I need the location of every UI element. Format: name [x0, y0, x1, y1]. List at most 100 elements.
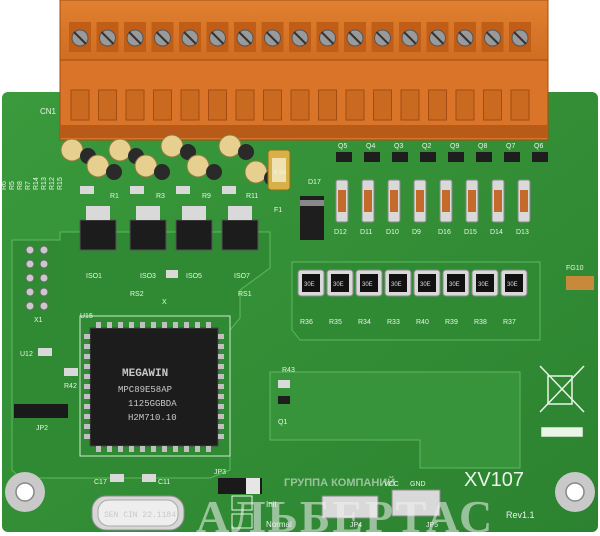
optocoupler: [79, 186, 117, 251]
transistor: [504, 152, 520, 162]
header-pin: [25, 301, 35, 311]
svg-text:ISO1: ISO1: [86, 273, 102, 280]
capacitor: [218, 134, 254, 160]
svg-text:X1: X1: [34, 317, 43, 324]
diode-label: D15: [464, 229, 477, 236]
resistor-label: R40: [416, 319, 429, 326]
header-pin: [39, 259, 49, 269]
transistor-label: Q2: [422, 143, 431, 150]
fuse-ref: F1: [274, 207, 282, 214]
jumper-jp5: [391, 489, 441, 517]
mcu-pins: [84, 322, 224, 452]
smd-resistor: [384, 269, 412, 297]
transistor: [392, 152, 408, 162]
svg-text:Init: Init: [266, 500, 277, 509]
transistor: [448, 152, 464, 162]
svg-text:RS1: RS1: [238, 291, 252, 298]
svg-text:U12: U12: [20, 351, 33, 358]
smd-resistor: [413, 269, 441, 297]
svg-text:R42: R42: [64, 383, 77, 390]
smd-resistor: [500, 269, 528, 297]
resistor-label: R33: [387, 319, 400, 326]
svg-text:C17: C17: [94, 479, 107, 486]
svg-text:JP5: JP5: [426, 522, 438, 529]
terminal-screw: [96, 22, 119, 121]
svg-text:R6: R6: [1, 181, 8, 190]
smd-resistor: [326, 269, 354, 297]
svg-text:RS2: RS2: [130, 291, 144, 298]
header-pin: [39, 301, 49, 311]
capacitor: [186, 154, 222, 180]
mcu-line2: 1125GGBDA: [128, 399, 177, 409]
smd-marking: 30E: [333, 282, 344, 288]
svg-text:ISO5: ISO5: [186, 273, 202, 280]
svg-text:X: X: [162, 299, 167, 306]
terminal-screw: [234, 22, 256, 121]
diode: [491, 179, 505, 223]
terminal-screw: [179, 22, 201, 121]
transistor-label: Q5: [338, 143, 347, 150]
diode: [439, 179, 453, 223]
capacitor: [160, 134, 196, 160]
svg-text:R12: R12: [49, 177, 56, 190]
svg-text:R9: R9: [202, 193, 211, 200]
misc-smd: [38, 270, 290, 482]
terminal-screw: [316, 22, 339, 121]
header-pin: [25, 273, 35, 283]
svg-text:JP3: JP3: [214, 469, 226, 476]
resistor-label: R38: [474, 319, 487, 326]
resistor-label: R36: [300, 319, 313, 326]
terminal-screw: [399, 22, 421, 121]
terminal-screw: [289, 22, 311, 121]
svg-text:R11: R11: [246, 193, 258, 200]
svg-text:R43: R43: [282, 367, 295, 374]
terminal-screw: [509, 22, 531, 121]
diode: [413, 179, 427, 223]
diode-label: D11: [360, 229, 372, 236]
svg-text:U15: U15: [80, 313, 93, 320]
diode: [465, 179, 479, 223]
svg-text:ГРУППА КОМПАНИЙ: ГРУППА КОМПАНИЙ: [284, 476, 395, 489]
optocoupler: [221, 186, 259, 251]
transistor-label: Q4: [366, 143, 375, 150]
terminal-screw: [261, 22, 284, 121]
vertical-labels: R6 R5 R8 R7 R14 R13 R12 R15: [1, 177, 64, 190]
smd-marking: 30E: [420, 282, 431, 288]
diode-label: D9: [412, 229, 421, 236]
optocouplers: [79, 186, 259, 251]
fuse: [267, 149, 291, 191]
svg-text:R5: R5: [9, 181, 16, 190]
jumper-jp4: [321, 495, 379, 519]
transistor: [532, 152, 548, 162]
diode-label: D14: [490, 229, 503, 236]
mcu-chip: [79, 315, 231, 457]
mcu-part: MPC89E58AP: [118, 385, 172, 395]
diode-label: D12: [334, 229, 347, 236]
header-pin: [25, 245, 35, 255]
transistor-label: Q7: [506, 143, 515, 150]
smd-marking: 30E: [507, 282, 518, 288]
transistor: [476, 152, 492, 162]
mounting-hole-right: [555, 472, 595, 512]
weee-bin-icon: [539, 365, 585, 437]
transistor: [336, 152, 352, 162]
terminal-screw: [481, 22, 504, 121]
fg10-pad: [566, 276, 594, 290]
header-pin: [25, 259, 35, 269]
smd-resistor: [442, 269, 470, 297]
svg-text:R8: R8: [17, 181, 24, 190]
label-d17: D17: [308, 179, 321, 186]
optocoupler: [129, 186, 167, 251]
capacitor: [86, 154, 122, 180]
watermark: ГРУППА КОМПАНИЙ АЛЬБЕРТАС: [196, 476, 492, 536]
resistor-label: R39: [445, 319, 458, 326]
svg-text:JP4: JP4: [350, 522, 362, 529]
terminal-screw: [124, 22, 146, 121]
svg-text:R1: R1: [110, 193, 119, 200]
resistor-label: R34: [358, 319, 371, 326]
header-pin: [25, 287, 35, 297]
board-model: XV107: [464, 469, 524, 491]
